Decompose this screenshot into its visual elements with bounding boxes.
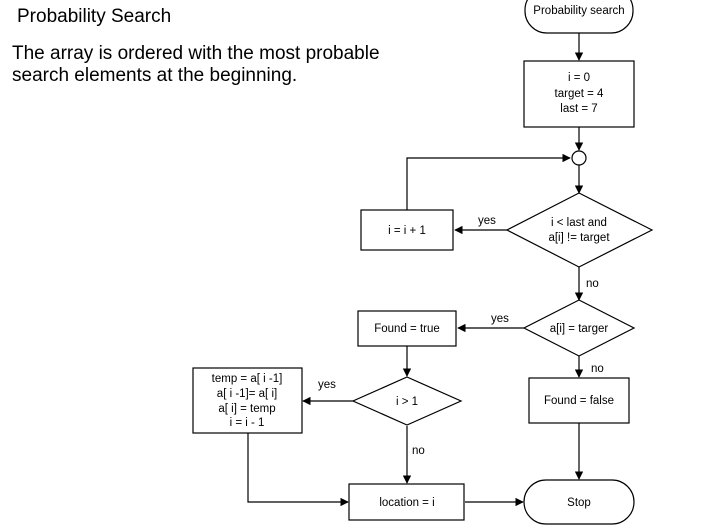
arrow-increment-back-to-junction: [406, 153, 571, 210]
init-box: i = 0 target = 4 last = 7: [523, 60, 635, 128]
location-label: location = i: [379, 497, 434, 509]
swap-box: temp = a[ i -1] a[ i -1]= a[ i] a[ i] = …: [192, 367, 303, 434]
loop-condition-diamond: i < last and a[i] != target: [505, 192, 654, 268]
found-yes-label: yes: [491, 313, 509, 325]
start-label: Probability search: [533, 5, 624, 17]
swap-line-1: temp = a[ i -1]: [212, 373, 283, 385]
init-line-3: last = 7: [560, 103, 597, 115]
swap-line-4: i = i - 1: [230, 417, 265, 429]
start-terminator: Probability search: [524, 0, 634, 34]
swap-no-label: no: [412, 445, 425, 457]
found-false-label: Found = false: [544, 395, 614, 407]
slide-title: Probability Search: [17, 6, 172, 27]
found-condition-diamond: a[i] = targer: [522, 299, 636, 357]
init-line-2: target = 4: [555, 88, 605, 100]
increment-label: i = i + 1: [388, 225, 426, 237]
stop-terminator: Stop: [523, 479, 635, 525]
swap-line-2: a[ i -1]= a[ i]: [217, 388, 277, 400]
loop-condition-line-1: i < last and: [551, 217, 607, 229]
arrow-swap-block-to-location: [247, 433, 349, 507]
junction-node: [571, 150, 587, 166]
stop-label: Stop: [567, 497, 591, 509]
init-line-1: i = 0: [568, 72, 590, 84]
location-box: location = i: [348, 483, 465, 521]
connectors: [247, 33, 584, 507]
increment-box: i = i + 1: [360, 209, 454, 251]
found-true-label: Found = true: [374, 323, 440, 335]
swap-line-3: a[ i] = temp: [218, 403, 275, 415]
found-no-label: no: [591, 363, 604, 375]
found-false-box: Found = false: [528, 377, 630, 424]
intro-line-1: The array is ordered with the most proba…: [12, 43, 380, 64]
swap-condition-diamond: i > 1: [351, 376, 463, 426]
loop-condition-line-2: a[i] != target: [548, 232, 610, 244]
found-condition-label: a[i] = targer: [550, 323, 609, 335]
found-true-box: Found = true: [357, 310, 457, 347]
intro-text: The array is ordered with the most proba…: [12, 43, 380, 87]
loop-no-label: no: [586, 278, 599, 290]
swap-yes-label: yes: [318, 379, 336, 391]
loop-yes-label: yes: [478, 215, 496, 227]
intro-line-2: search elements at the beginning.: [12, 65, 298, 86]
swap-condition-label: i > 1: [396, 396, 418, 408]
